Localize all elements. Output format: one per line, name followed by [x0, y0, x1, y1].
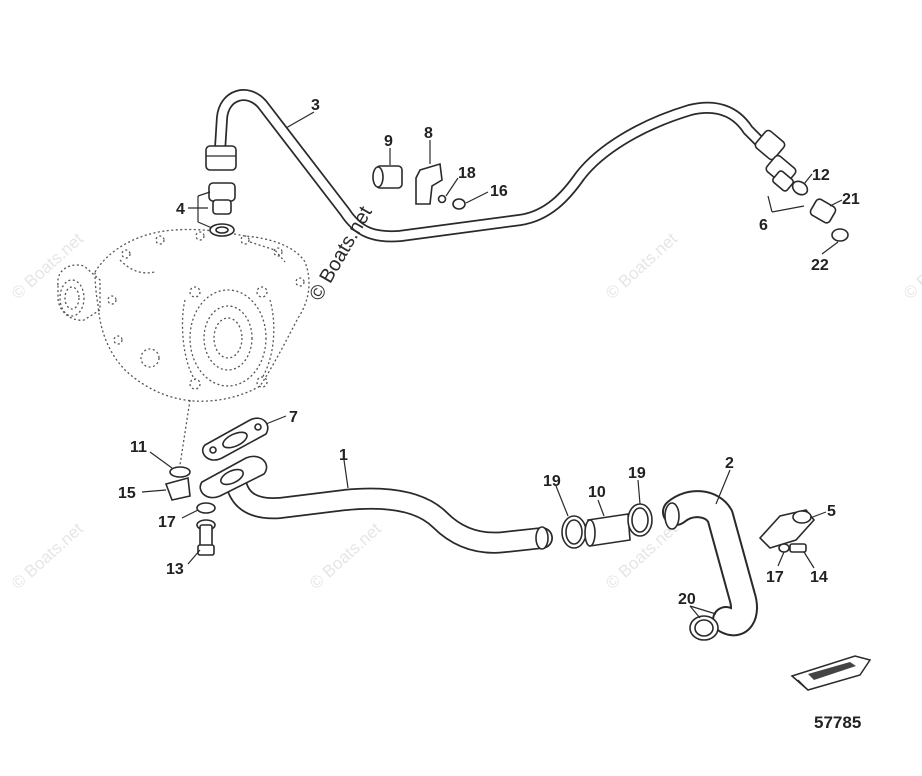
callout-18: 18	[458, 165, 476, 182]
watermark-text: © Boats.net	[8, 229, 87, 303]
fitting-4	[208, 182, 236, 237]
pump-housing-outline	[57, 228, 310, 466]
bracket-hardware	[164, 466, 216, 556]
watermark-text: © Boats.net	[306, 519, 385, 593]
figure-number: 57785	[814, 713, 861, 732]
callout-17: 17	[766, 569, 784, 586]
elbow-hose-2	[662, 490, 758, 637]
callout-13: 13	[166, 561, 184, 578]
callout-15: 15	[118, 485, 136, 502]
callout-9: 9	[384, 133, 393, 150]
boat-icon	[790, 655, 872, 691]
callout-12: 12	[812, 167, 830, 184]
fittings-right	[765, 154, 849, 242]
callout-22: 22	[811, 257, 829, 274]
callout-4: 4	[176, 201, 185, 218]
callout-14: 14	[810, 569, 828, 586]
upper-water-tube	[205, 89, 786, 243]
callout-5: 5	[827, 503, 836, 520]
watermark-text: © Boats.net	[602, 229, 681, 303]
hose-clamps-coupler	[561, 503, 653, 549]
watermark-text: © Boats.net	[8, 519, 87, 593]
callout-20: 20	[678, 591, 696, 608]
callout-19: 19	[628, 465, 646, 482]
callout-11: 11	[130, 439, 147, 456]
callout-labels: 1 2 3 4 5 6 7 8 9 10 11 12 13 14 15 16 1…	[118, 97, 860, 608]
callout-2: 2	[725, 455, 734, 472]
callout-1: 1	[339, 447, 348, 464]
callout-7: 7	[289, 409, 298, 426]
bracket-5	[758, 509, 816, 553]
callout-8: 8	[424, 125, 433, 142]
callout-21: 21	[842, 191, 860, 208]
hose-clamp-20	[689, 615, 719, 641]
fittings-center	[372, 162, 466, 210]
callout-19: 19	[543, 473, 561, 490]
watermark-main: © Boats.net	[305, 202, 377, 304]
callout-16: 16	[490, 183, 508, 200]
gasket-7	[201, 417, 269, 461]
leader-lines	[141, 111, 843, 619]
callout-17: 17	[158, 514, 176, 531]
lower-water-tube	[199, 455, 553, 554]
watermark-text: © Boats.net	[900, 229, 922, 303]
callout-3: 3	[311, 97, 320, 114]
callout-10: 10	[588, 484, 606, 501]
callout-6: 6	[759, 217, 768, 234]
